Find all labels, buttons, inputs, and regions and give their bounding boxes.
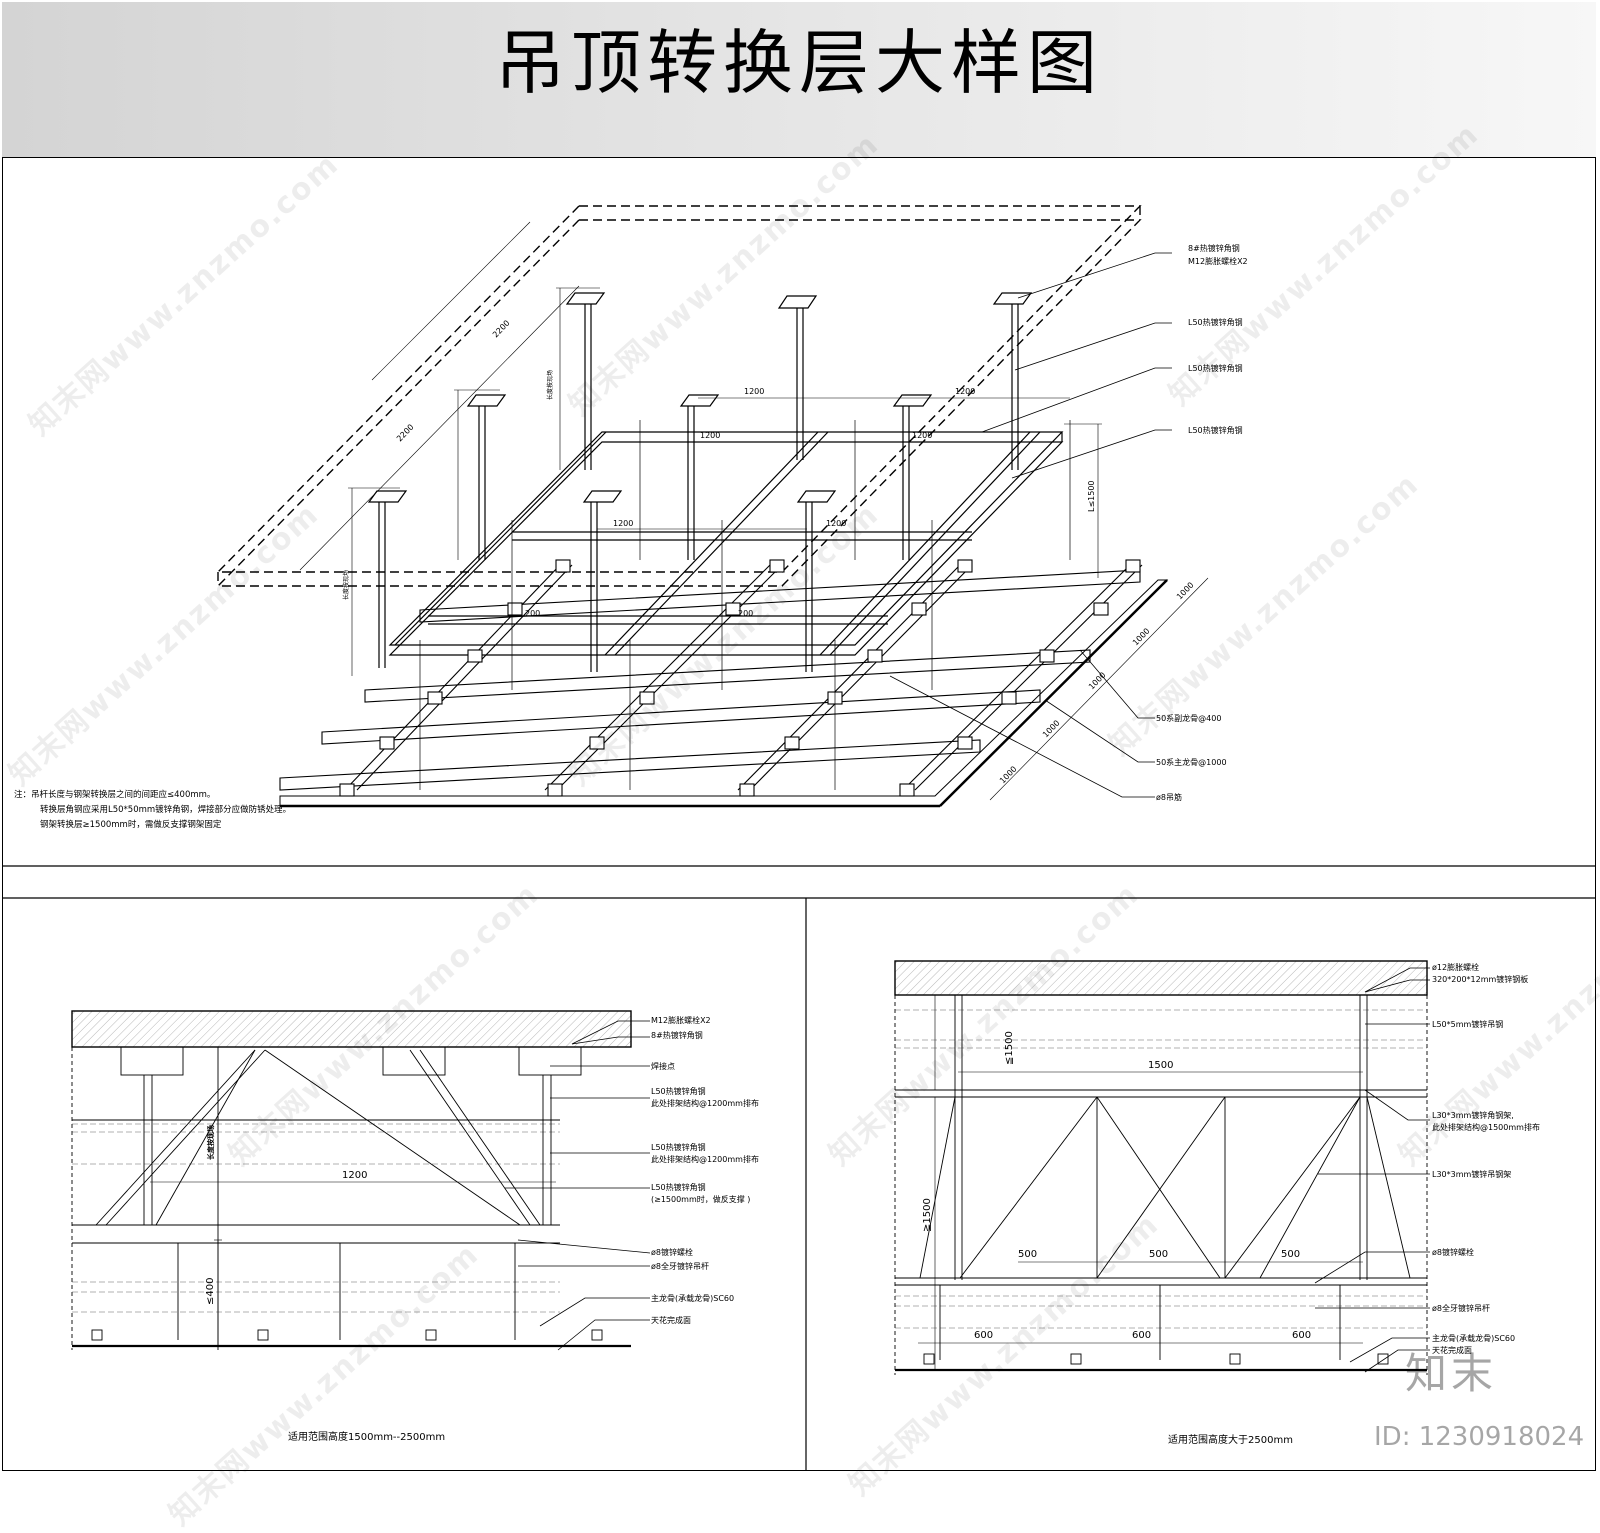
dim-vlen-b: 长度按现场 [342, 570, 350, 600]
left-label-keel: 主龙骨(承载龙骨)SC60 [651, 1293, 734, 1303]
right-label-finish: 天花完成面 [1432, 1345, 1472, 1355]
left-label-l50-2b: 此处排架结构@1200mm排布 [651, 1154, 759, 1164]
frame-dividers [2, 865, 1596, 1471]
right-label-bolt: ø12膨胀螺栓 [1432, 962, 1479, 972]
label-angle8: 8#热镀锌角钢 [1188, 243, 1240, 253]
right-dim-600b: 600 [1132, 1330, 1151, 1341]
dim-1200d: 1200 [912, 431, 932, 440]
right-label-keel: 主龙骨(承载龙骨)SC60 [1432, 1333, 1515, 1343]
label-sub-keel: 50系副龙骨@400 [1156, 713, 1221, 723]
image-id: ID: 1230918024 [1374, 1422, 1585, 1452]
left-label-l50-2a: L50热镀锌角钢 [651, 1142, 706, 1152]
label-l50-c: L50热镀锌角钢 [1188, 425, 1243, 435]
dim-l1500: L≤1500 [1087, 480, 1096, 512]
left-label-l50-1b: 此处排架结构@1200mm排布 [651, 1098, 759, 1108]
isometric-drawing: 8#热镀锌角钢 M12膨胀螺栓X2 L50热镀锌角钢 L50热镀锌角钢 L50热… [216, 205, 1248, 808]
znzmo-logo: 知末 [1405, 1349, 1498, 1398]
left-label-weld: 焊接点 [651, 1061, 675, 1071]
ceiling-board [279, 579, 1169, 808]
left-caption: 适用范围高度1500mm--2500mm [288, 1432, 446, 1443]
right-dim-500c: 500 [1281, 1249, 1300, 1260]
label-l50-b: L50热镀锌角钢 [1188, 363, 1243, 373]
left-dim-400: ≤400 [205, 1278, 216, 1305]
left-dim-1200: 1200 [342, 1170, 367, 1181]
label-main-keel: 50系主龙骨@1000 [1156, 757, 1227, 767]
dim-200b: 200 [738, 609, 753, 618]
dim-200a: 200 [525, 609, 540, 618]
right-section-drawing: ø12膨胀螺栓 320*200*12mm镀锌钢板 L50*5mm镀锌吊钢 L30… [894, 960, 1540, 1375]
dim-vlen-a: 长度按现场 [546, 370, 554, 400]
sub-keels [344, 564, 1143, 791]
keel-clips [339, 559, 1141, 797]
dim-1200f: 1200 [826, 519, 846, 528]
right-label-l30b: 此处排架结构@1500mm排布 [1432, 1122, 1540, 1132]
dimension-lines [299, 221, 1209, 801]
left-dim-vlen: 长度按现场 [206, 1125, 215, 1160]
right-dim-500b: 500 [1149, 1249, 1168, 1260]
dim-1200e: 1200 [613, 519, 633, 528]
page-title: 吊顶转换层大样图 [495, 22, 1103, 104]
left-label-screw: ø8镀锌螺栓 [651, 1247, 693, 1257]
right-label-l50: L50*5mm镀锌吊钢 [1432, 1019, 1503, 1029]
right-dim-1500a: ≦1500 [1004, 1031, 1015, 1065]
left-label-l50-1a: L50热镀锌角钢 [651, 1086, 706, 1096]
label-bolt-m12: M12膨胀螺栓X2 [1188, 256, 1248, 266]
left-label-rod: ø8全牙镀锌吊杆 [651, 1261, 709, 1271]
right-dim-1500: 1500 [1148, 1060, 1173, 1071]
right-caption: 适用范围高度大于2500mm [1168, 1435, 1293, 1446]
right-label-screw: ø8镀锌螺栓 [1432, 1247, 1474, 1257]
leader-lines [889, 252, 1172, 798]
right-label-l30a: L30*3mm镀锌角钢架, [1432, 1110, 1514, 1120]
left-label-l50-3a: L50热镀锌角钢 [651, 1182, 706, 1192]
left-label-l50-3b: (≥1500mm时，做反支撑 ) [651, 1194, 750, 1204]
right-dim-600c: 600 [1292, 1330, 1311, 1341]
dim-1200c: 1200 [700, 431, 720, 440]
right-dim-600a: 600 [974, 1330, 993, 1341]
left-section-drawing: M12膨胀螺栓X2 8#热镀锌角钢 焊接点 L50热镀锌角钢 此处排架结构@12… [71, 1010, 759, 1351]
steel-frame [388, 431, 1064, 656]
right-dim-500a: 500 [1018, 1249, 1037, 1260]
note-line-2: 转换层角钢应采用L50*50mm镀锌角钢，焊接部分应做防锈处理。 [40, 805, 292, 815]
slab-right [894, 960, 1428, 996]
label-l50-a: L50热镀锌角钢 [1188, 317, 1243, 327]
right-label-rod: ø8全牙镀锌吊杆 [1432, 1303, 1490, 1313]
right-label-plate: 320*200*12mm镀锌钢板 [1432, 974, 1528, 984]
dim-1200b: 1200 [955, 387, 975, 396]
dim-1200a: 1200 [744, 387, 764, 396]
note-line-3: 钢架转换层≥1500mm时，需做反支撑钢架固定 [40, 820, 222, 830]
hanger-rods [419, 420, 1071, 790]
right-label-l30c: L30*3mm镀锌吊钢架 [1432, 1169, 1511, 1179]
left-label-finish: 天花完成面 [651, 1315, 691, 1325]
right-dim-1500b: ≧1500 [922, 1198, 933, 1232]
left-label-bolt: M12膨胀螺栓X2 [651, 1015, 711, 1025]
title-bar: 吊顶转换层大样图 [2, 2, 1596, 158]
note-line-1: 注：吊杆长度与钢架转换层之间的间距应≤400mm。 [14, 790, 216, 800]
slab-left [71, 1010, 632, 1048]
label-rod: ø8吊筋 [1156, 792, 1182, 802]
left-label-angle: 8#热镀锌角钢 [651, 1030, 703, 1040]
